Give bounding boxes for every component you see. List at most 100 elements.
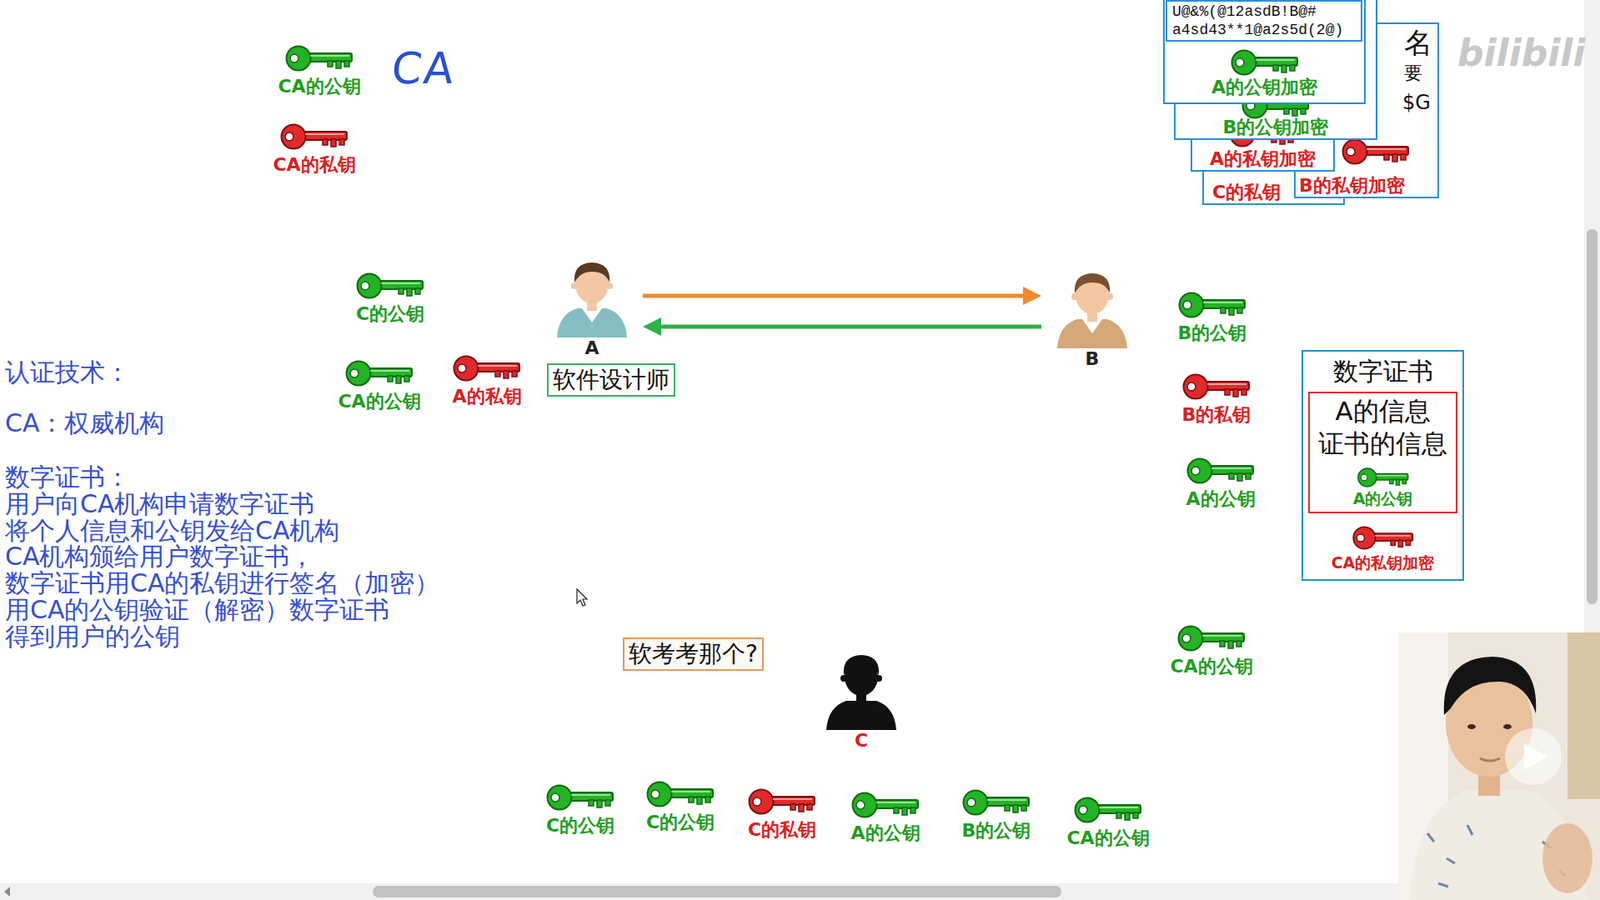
webcam-video xyxy=(1398,632,1600,900)
connector-arrow xyxy=(642,286,1042,306)
key-icon xyxy=(355,271,426,301)
handwritten-note: CA xyxy=(389,43,458,94)
card-text: 要 xyxy=(1404,62,1423,85)
certificate-line: A的信息 xyxy=(1334,395,1430,428)
text-box: 软件设计师 xyxy=(546,363,676,397)
key-with-label: CA的公钥 xyxy=(1041,796,1175,850)
key-label: CA的公钥 xyxy=(1169,656,1253,678)
key-with-label: B的公钥 xyxy=(1145,290,1279,345)
key-with-label: A的公钥 xyxy=(1153,456,1288,511)
certificate-content-box: A的信息证书的信息 A的公钥 xyxy=(1308,391,1458,514)
note-line: CA机构颁给用户数字证书， xyxy=(5,543,315,571)
person-figure-wrap xyxy=(1050,265,1134,349)
key-with-label: C的公钥 xyxy=(323,271,457,326)
certificate-line: 证书的信息 xyxy=(1318,427,1448,461)
person-label: C xyxy=(854,730,868,753)
key-label: CA的公钥 xyxy=(337,391,421,413)
card-text: $G xyxy=(1402,90,1431,115)
key-with-label: C的公钥 xyxy=(513,783,648,838)
certificate-slot: A的信息证书的信息 A的公钥 xyxy=(1308,388,1458,514)
scrollbar-thumb xyxy=(372,886,1062,898)
note-line: 数字证书用CA的私钥进行签名（加密） xyxy=(5,570,440,597)
note-line: 数字证书： xyxy=(5,464,131,492)
card-text: 名 xyxy=(1404,25,1433,60)
key-icon-wrap xyxy=(1340,137,1411,166)
card-text: C的私钥 xyxy=(1212,181,1281,204)
card-text: B的公钥加密 xyxy=(1175,116,1376,139)
key-icon xyxy=(1340,137,1411,166)
key-icon xyxy=(1176,624,1247,653)
key-icon-wrap xyxy=(1177,290,1248,320)
key-icon-wrap xyxy=(645,780,716,809)
certificate-title: 数字证书 xyxy=(1333,355,1434,389)
key-icon-wrap xyxy=(1351,525,1415,552)
key-label: CA的公钥 xyxy=(277,75,361,98)
key-icon xyxy=(1185,456,1256,486)
note-line: 将个人信息和公钥发给CA机构 xyxy=(5,517,340,545)
key-icon-wrap xyxy=(1181,372,1252,402)
key-icon xyxy=(1351,525,1415,552)
play-icon xyxy=(1524,743,1548,771)
text-box: 软考考那个? xyxy=(622,637,764,672)
key-with-label: CA的私钥 xyxy=(247,122,382,176)
card-text: B的私钥加密 xyxy=(1299,175,1405,197)
stacked-card: A的公钥加密 U@&%(@12asdB!B@# a4sd43**1@a2s5d(2… xyxy=(1163,0,1366,105)
key-label: A的公钥 xyxy=(850,822,920,845)
card-text: A的公钥加密 xyxy=(1164,76,1365,99)
person-node: C xyxy=(815,647,908,753)
key-label: CA的公钥 xyxy=(1066,827,1149,850)
key-icon xyxy=(1229,48,1300,77)
key-label: A的私钥 xyxy=(451,386,522,408)
key-icon xyxy=(850,791,921,820)
mouse-cursor xyxy=(576,589,587,607)
connector-line xyxy=(657,325,1042,330)
person-figure xyxy=(550,254,634,338)
key-label: A的公钥 xyxy=(1185,488,1255,511)
key-icon-wrap xyxy=(284,44,355,73)
key-icon-wrap xyxy=(850,791,921,820)
person-label: A xyxy=(584,337,599,360)
key-icon-wrap xyxy=(355,271,426,301)
note-line: 用CA的公钥验证（解密）数字证书 xyxy=(5,596,390,624)
play-button xyxy=(1504,728,1562,786)
key-label: B的私钥 xyxy=(1182,404,1252,427)
connector-line xyxy=(642,294,1027,299)
key-icon-wrap xyxy=(451,354,522,383)
person-figure xyxy=(819,647,903,731)
key-icon xyxy=(545,783,616,813)
key-icon-wrap xyxy=(961,788,1032,818)
key-icon xyxy=(645,780,716,809)
certificate-key-label: A的公钥 xyxy=(1353,488,1414,509)
box-text: 软考考那个? xyxy=(628,639,758,670)
key-with-label: CA的公钥 xyxy=(312,359,447,413)
certificate-sign-label: CA的私钥加密 xyxy=(1331,552,1435,573)
key-label: B的公钥 xyxy=(962,820,1032,843)
key-with-label: B的私钥 xyxy=(1149,372,1284,427)
key-icon-wrap xyxy=(747,787,818,817)
key-icon xyxy=(1073,796,1144,825)
key-label: B的公钥 xyxy=(1178,322,1248,345)
key-icon-wrap xyxy=(1073,796,1144,825)
scroll-arrow xyxy=(4,887,11,898)
person-figure-wrap xyxy=(550,254,634,338)
key-label: C的公钥 xyxy=(546,815,615,838)
certificate-box: 数字证书 A的信息证书的信息 A的公钥 CA的私钥加密 xyxy=(1301,350,1465,582)
key-with-label: C的公钥 xyxy=(613,780,748,834)
note-line: CA：权威机构 xyxy=(5,410,165,437)
key-label: C的公钥 xyxy=(646,812,715,834)
person-figure xyxy=(1050,265,1134,349)
scrollbar-track xyxy=(0,883,1600,900)
card-text: A的私钥加密 xyxy=(1192,148,1334,171)
key-label: CA的私钥 xyxy=(272,154,356,176)
key-with-label: CA的公钥 xyxy=(252,44,387,98)
key-icon-wrap xyxy=(1356,466,1410,489)
scrollbar-thumb xyxy=(1586,229,1598,605)
note-line: 得到用户的公钥 xyxy=(5,623,181,651)
key-icon xyxy=(284,44,355,73)
key-icon xyxy=(1181,372,1252,402)
arrow-head xyxy=(1023,286,1042,306)
person-node: A xyxy=(546,254,638,360)
key-icon xyxy=(451,354,522,383)
cipher-text: U@&%(@12asdB!B@# a4sd43**1@a2s5d(2@) xyxy=(1172,2,1356,40)
